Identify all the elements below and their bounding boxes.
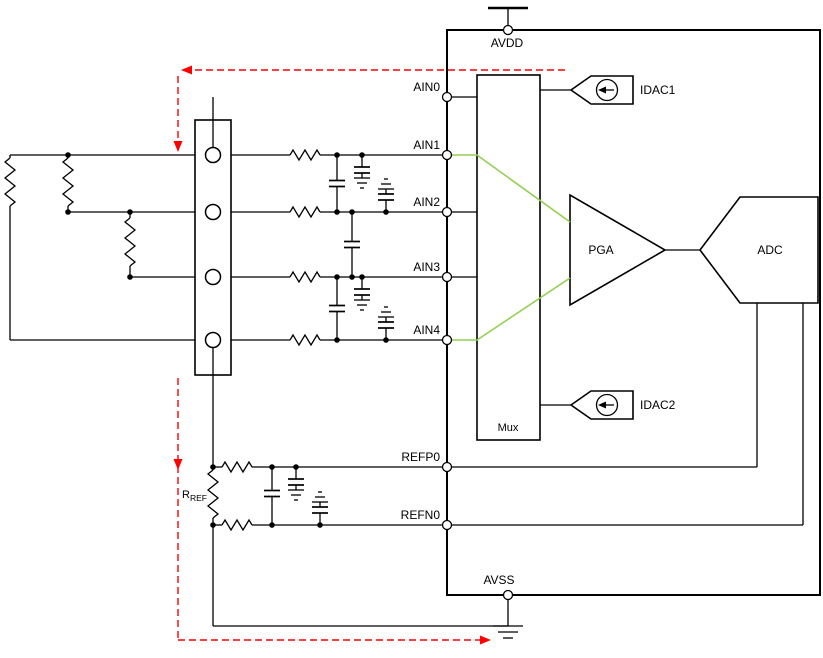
diff-capacitor-ain1-ain2 (329, 155, 345, 212)
label-ain1: AIN1 (413, 138, 440, 152)
junction-dots (65, 152, 389, 528)
current-source-icon (595, 78, 619, 102)
pin-ain0 (441, 91, 453, 103)
junction-dot (317, 522, 323, 528)
avdd-supply-icon (488, 6, 528, 26)
rref-subscript: REF (190, 493, 207, 503)
filter-resistor-refp0 (221, 460, 253, 474)
filter-resistor-ain3 (289, 270, 321, 284)
junction-dot (349, 274, 355, 280)
filter-resistor-ain1 (289, 148, 321, 162)
filter-resistor-ain2 (289, 205, 321, 219)
current-path-arrow (480, 635, 491, 645)
rtd-lead-resistor-2 (61, 157, 75, 207)
adc-block (698, 196, 819, 304)
junction-dot (334, 209, 340, 215)
idac1-source (569, 75, 634, 105)
cm-capacitor-ain2 (378, 189, 394, 212)
cm-capacitor-ain4 (378, 317, 394, 340)
junction-dot (127, 209, 133, 215)
idac1-label: IDAC1 (640, 83, 676, 97)
pin-refp0 (441, 461, 453, 473)
junction-dot (359, 152, 365, 158)
pga-block (569, 193, 667, 307)
internal-wires (451, 89, 804, 526)
filter-resistor-ain4 (289, 333, 321, 347)
pin-ain4 (441, 334, 453, 346)
current-source-icon (595, 393, 619, 417)
pin-ain2 (441, 206, 453, 218)
junction-dot (293, 464, 299, 470)
label-avdd: AVDD (491, 36, 524, 50)
adc-label: ADC (757, 243, 783, 257)
junction-dot (383, 209, 389, 215)
rtd-resistor (123, 217, 137, 267)
label-ain4: AIN4 (413, 323, 440, 337)
rref-symbol: R (182, 489, 190, 501)
ground-icon (378, 306, 394, 318)
cm-capacitor-refn0 (312, 502, 328, 525)
label-avss: AVSS (483, 573, 514, 587)
junction-dot (210, 464, 216, 470)
pin-refn0 (441, 519, 453, 531)
filter-resistor-refn0 (221, 518, 253, 532)
ground-icon (288, 489, 304, 501)
idac2-label: IDAC2 (640, 398, 676, 412)
label-ain0: AIN0 (413, 80, 440, 94)
pin-avss (502, 589, 514, 601)
junction-dot (334, 274, 340, 280)
diff-capacitor-ref (264, 467, 280, 525)
junction-dot (269, 464, 275, 470)
pga-label: PGA (588, 243, 613, 257)
pin-avdd (502, 24, 514, 36)
junction-dot (334, 337, 340, 343)
label-rref: RREF (182, 489, 207, 503)
terminal-4 (204, 331, 222, 349)
diff-capacitor-ain3-ain4 (329, 277, 345, 340)
idac2-source (569, 390, 634, 420)
terminal-3 (204, 268, 222, 286)
pin-ain3 (441, 271, 453, 283)
cm-capacitor-ain3 (354, 277, 370, 300)
idac-current-path (173, 65, 565, 645)
ground-icon (354, 299, 370, 311)
label-ain3: AIN3 (413, 260, 440, 274)
junction-dot (334, 152, 340, 158)
current-path-arrow (173, 459, 183, 470)
signal-path-ain1 (451, 154, 571, 223)
junction-dot (127, 274, 133, 280)
reference-network (206, 460, 508, 627)
input-filters (231, 148, 443, 347)
diff-capacitor-ain2-ain3 (344, 212, 360, 277)
cm-capacitor-ain1 (354, 155, 370, 178)
current-path-arrow (173, 141, 183, 152)
reference-resistor (206, 469, 220, 519)
junction-dot (210, 522, 216, 528)
signal-path-ain4 (451, 277, 571, 341)
ground-icon (354, 177, 370, 189)
junction-dot (383, 337, 389, 343)
avss-ground-icon (493, 599, 523, 639)
ground-icon (378, 178, 394, 190)
junction-dot (349, 209, 355, 215)
terminal-2 (204, 203, 222, 221)
rtd-lead-resistor-1 (3, 157, 17, 207)
external-rtd-network (3, 154, 195, 341)
cm-capacitor-refp0 (288, 467, 304, 490)
junction-dot (359, 274, 365, 280)
label-ain2: AIN2 (413, 195, 440, 209)
junction-dot (269, 522, 275, 528)
junction-dot (65, 209, 71, 215)
junction-dot (65, 152, 71, 158)
mux-block (476, 74, 541, 441)
pin-ain1 (441, 149, 453, 161)
mux-label: Mux (498, 422, 519, 434)
ground-icon (312, 491, 328, 503)
terminal-1 (204, 146, 222, 164)
label-refp0: REFP0 (401, 450, 440, 464)
current-path-arrow (181, 65, 192, 75)
label-refn0: REFN0 (401, 508, 441, 522)
